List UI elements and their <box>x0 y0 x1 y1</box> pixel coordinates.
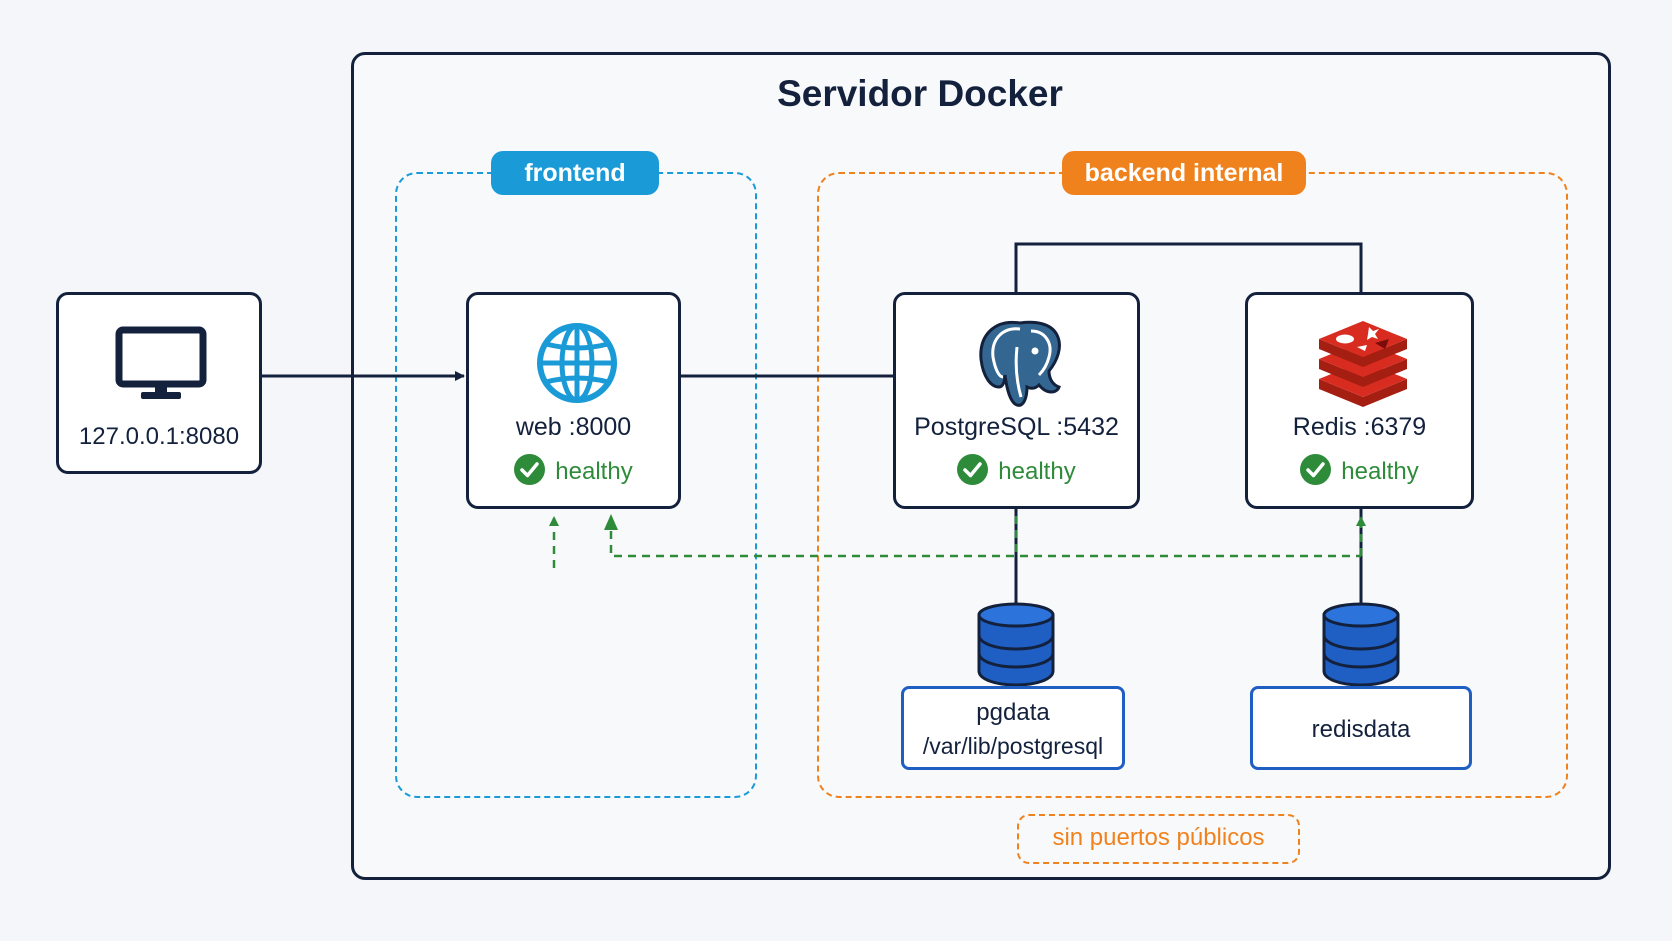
volume-box-redisdata[interactable]: redisdata <box>1250 686 1472 770</box>
health-status-text: healthy <box>555 457 633 485</box>
service-name: Redis :6379 <box>1292 413 1427 441</box>
service-card-postgresql[interactable]: PostgreSQL :5432 healthy <box>893 292 1140 509</box>
monitor-icon <box>115 326 207 409</box>
database-icon <box>975 601 1057 692</box>
service-name: web :8000 <box>515 413 632 441</box>
health-status-text: healthy <box>998 457 1076 485</box>
client-address: 127.0.0.1:8080 <box>78 423 240 450</box>
service-card-web[interactable]: web :8000 healthy <box>466 292 681 509</box>
client-box[interactable]: 127.0.0.1:8080 <box>56 292 262 474</box>
docker-host-title: Servidor Docker <box>777 73 1063 114</box>
health-status: healthy <box>1248 454 1471 488</box>
health-status: healthy <box>896 454 1137 488</box>
database-icon <box>1320 601 1402 692</box>
volume-mount-path: /var/lib/postgresql <box>922 733 1104 759</box>
backend-network-label: backend internal <box>1062 151 1306 195</box>
health-status-text: healthy <box>1341 457 1419 485</box>
check-circle-icon <box>957 454 989 485</box>
volume-name: redisdata <box>1311 716 1411 743</box>
check-circle-icon <box>1300 454 1332 485</box>
redis-icon <box>1313 321 1413 412</box>
service-card-redis[interactable]: Redis :6379 healthy <box>1245 292 1474 509</box>
health-status: healthy <box>469 454 678 488</box>
globe-icon <box>536 322 618 409</box>
service-name: PostgreSQL :5432 <box>914 413 1119 441</box>
volume-name: pgdata <box>976 699 1050 726</box>
frontend-network-label: frontend <box>491 151 659 195</box>
volume-box-pgdata[interactable]: pgdata /var/lib/postgresql <box>901 686 1125 770</box>
no-public-ports-note: sin puertos públicos <box>1017 814 1300 864</box>
check-circle-icon <box>514 454 546 485</box>
postgresql-elephant-icon <box>973 317 1067 416</box>
